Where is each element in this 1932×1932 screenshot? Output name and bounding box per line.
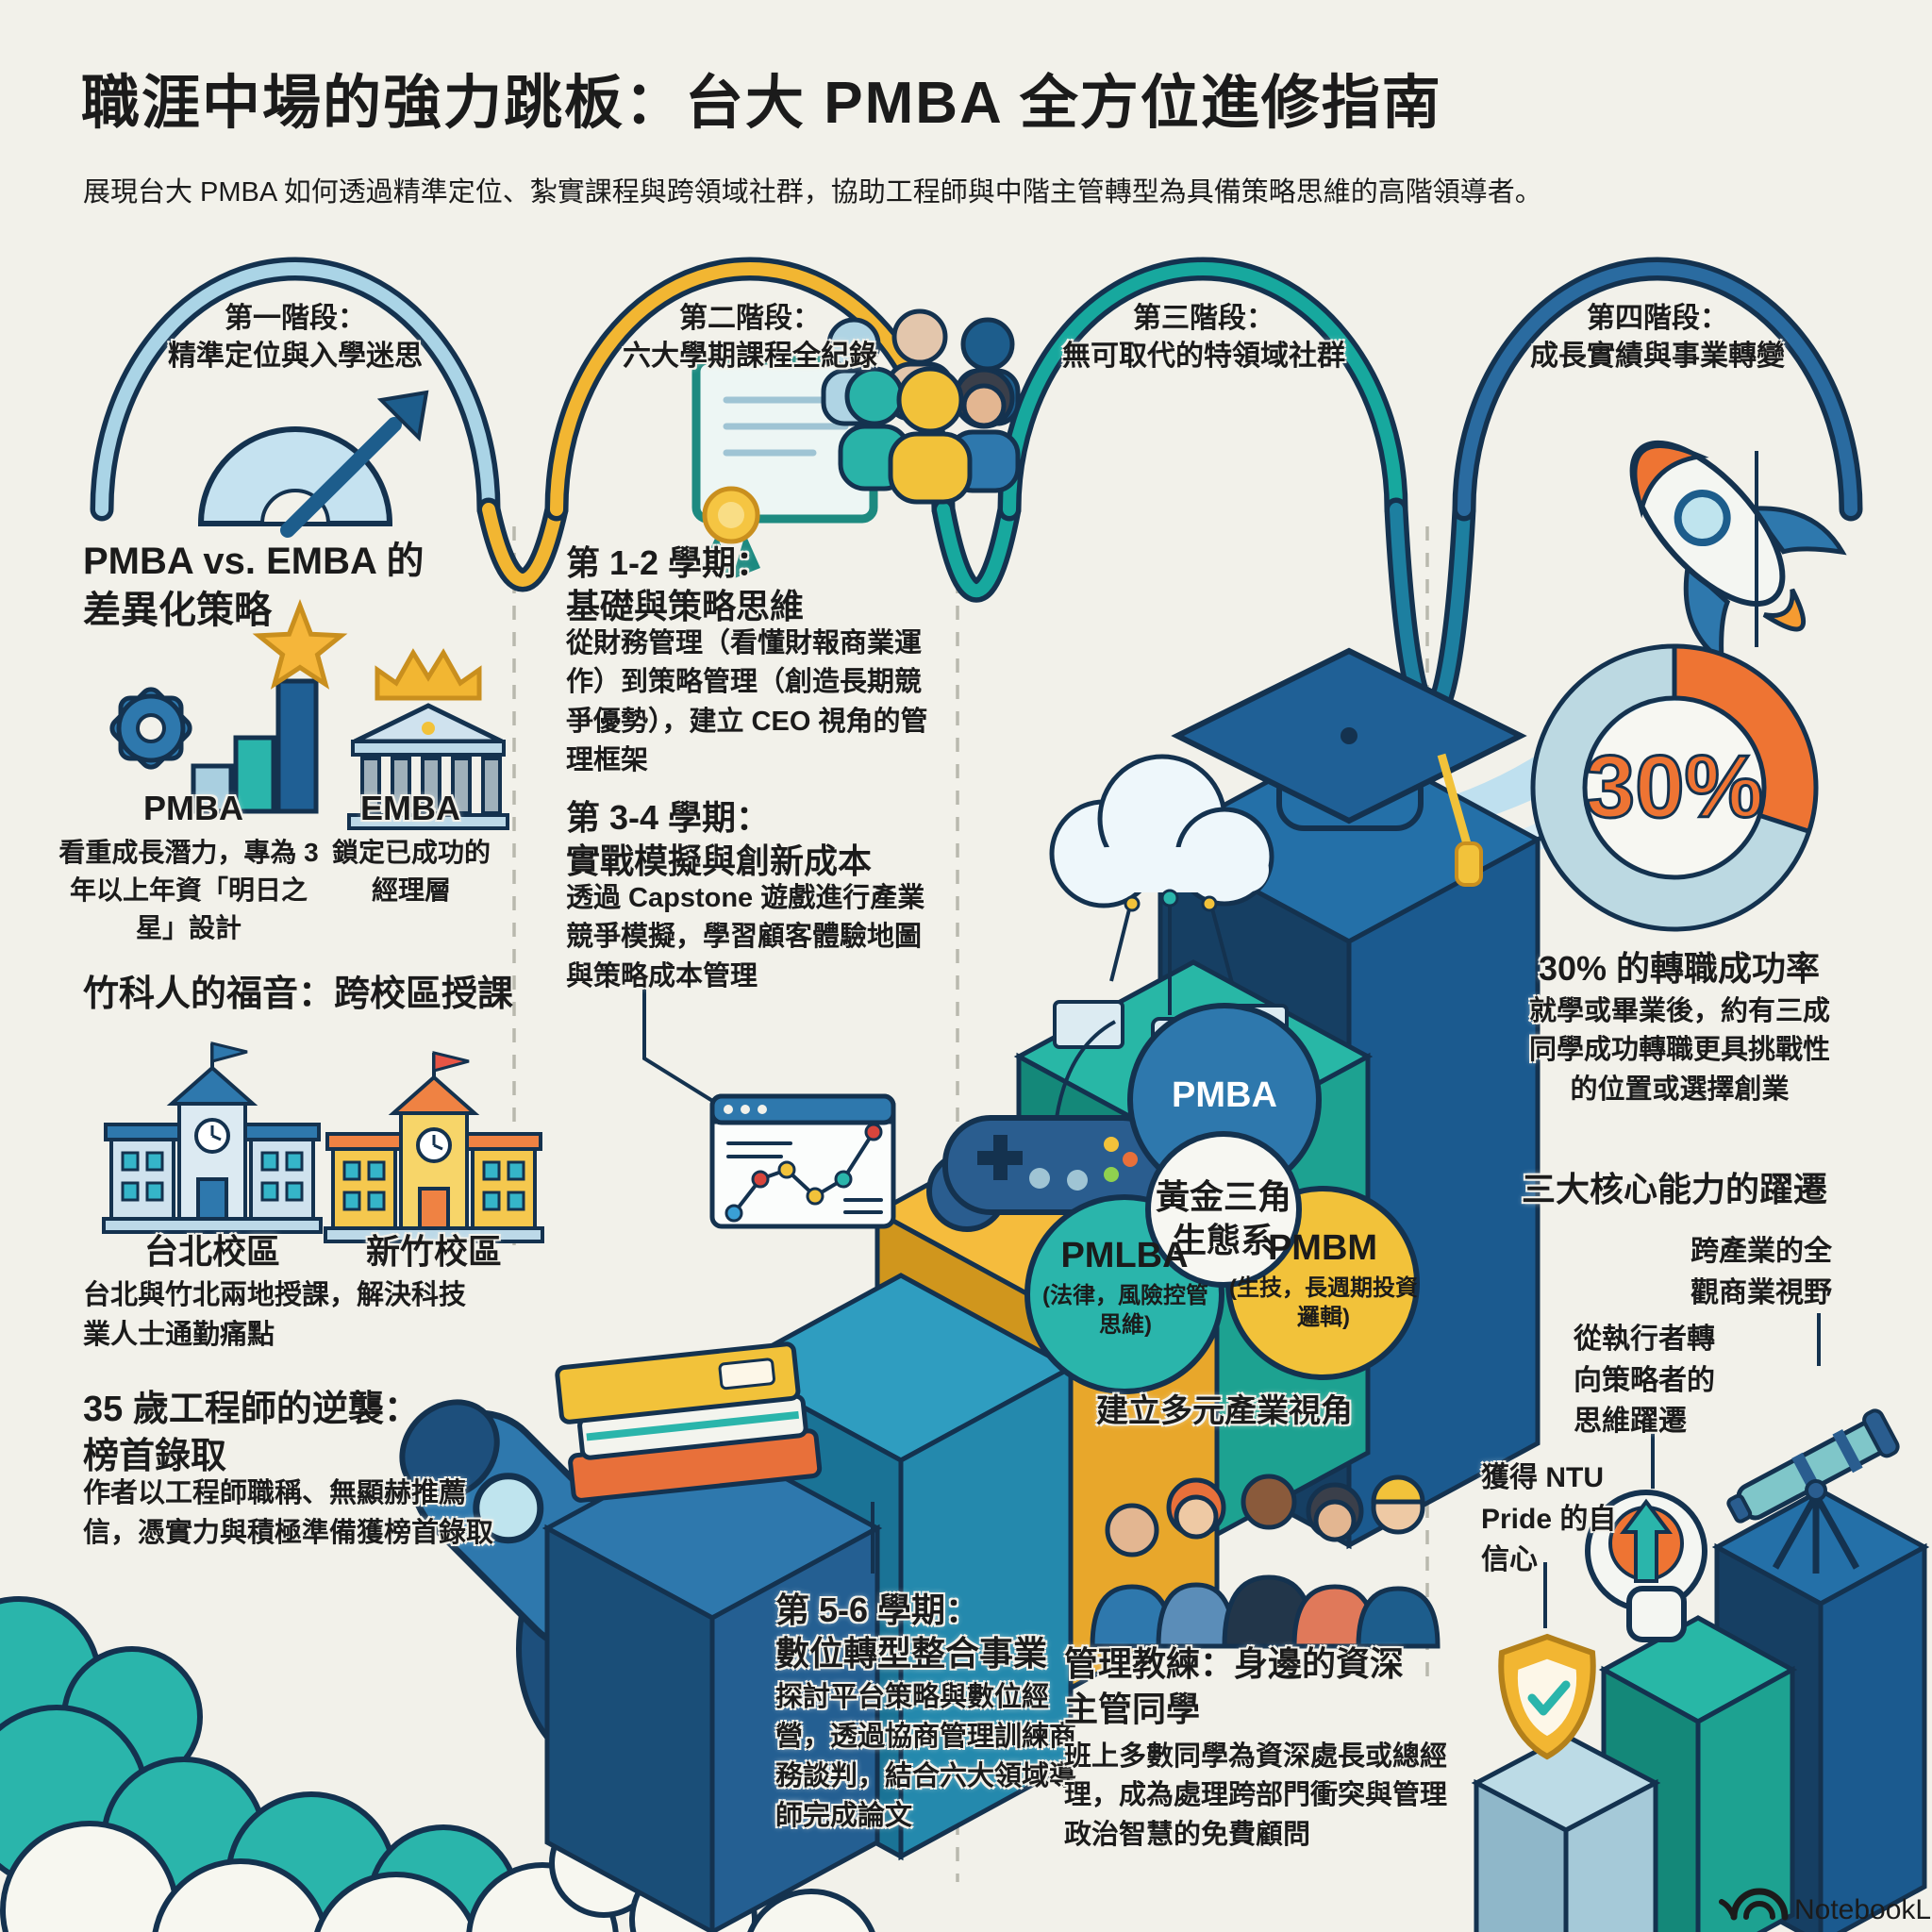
emba-label: EMBA (360, 789, 460, 827)
gauge-icon (197, 390, 429, 538)
stage4-label-line2: 成長實績與事業轉變 (1530, 341, 1785, 372)
pedestal-short (1471, 1733, 1661, 1932)
gear-star-bars-icon (109, 598, 348, 814)
engineer-desc: 作者以工程師職稱、無顯赫推薦信，憑實力與積極準備獲榜首錄取 (83, 1478, 494, 1549)
engineer-heading-line2: 榜首錄取 (83, 1437, 227, 1476)
chart-window-icon (642, 970, 896, 1229)
stage4-label-line1: 第四階段： (1587, 303, 1728, 334)
people-icon (821, 308, 1021, 505)
triangle-pmba-label: PMBA (1172, 1075, 1277, 1115)
compare-heading-line1: PMBA vs. EMBA 的 (83, 541, 425, 582)
sem34-title-line2: 實戰模擬與創新成本 (566, 841, 873, 880)
coach-body: 班上多數同學為資深處長或總經理，成為處理跨部門衝突與管理政治智慧的免費顧問 (1064, 1741, 1448, 1850)
sem12-title-line2: 基礎與策略思維 (566, 587, 805, 625)
sem12-body: 從財務管理（看懂財報商業運作）到策略管理（創造長期競爭優勢），建立 CEO 視角… (566, 628, 928, 776)
donut-body: 就學或畢業後，約有三成同學成功轉職更具挑戰性的位置或選擇創業 (1528, 996, 1830, 1105)
skill-vision-label: 跨產業的全觀商業視野 (1690, 1236, 1832, 1308)
graduation-cap-icon (1171, 647, 1527, 887)
star-icon (252, 598, 348, 690)
triangle-pmlba-sub: (法律，風險控管思維) (1042, 1283, 1208, 1339)
triangle-pmbm-sub: (生技，長週期投資邏輯) (1229, 1275, 1418, 1331)
notebooklm-brand: NotebookLM (1794, 1894, 1932, 1925)
connector-lines (871, 451, 1821, 1628)
taipei-school-icon (102, 1041, 323, 1234)
sem56-title-line1: 第 5-6 學期： (775, 1591, 980, 1629)
pmba-label: PMBA (143, 789, 243, 827)
shield-check-icon (1498, 1633, 1596, 1760)
stage2-label-line1: 第二階段： (679, 303, 821, 334)
sem56-body: 探討平台策略與數位經營，透過協商管理訓練商務談判，結合六大領域導師完成論文 (775, 1682, 1077, 1832)
coach-heading: 管理教練：身邊的資深主管同學 (1064, 1644, 1405, 1728)
notebooklm-logo-icon (1719, 1888, 1789, 1921)
donut-chart (1530, 643, 1819, 932)
telescope-icon (1726, 1408, 1900, 1574)
page-subtitle: 展現台大 PMBA 如何透過精準定位、紮實課程與跨領域社群，協助工程師與中階主管… (83, 177, 1542, 208)
triangle-center-line1: 黃金三角 (1155, 1177, 1291, 1216)
golden-triangle (1024, 1003, 1420, 1394)
sem56-title-line2: 數位轉型整合事業 (775, 1634, 1048, 1673)
cloud-devices-icon (1049, 754, 1289, 1092)
stage1-label-line1: 第一階段： (225, 303, 366, 334)
sem34-title-line1: 第 3-4 學期： (566, 798, 771, 837)
rocket-icon (1629, 440, 1847, 666)
hsinchu-school-icon (324, 1051, 544, 1243)
bank-crown-icon (347, 648, 509, 830)
skill-mindset-label: 從執行者轉向策略者的思維躍遷 (1574, 1324, 1715, 1437)
stage2-label-line2: 六大學期課程全紀錄 (623, 341, 877, 372)
books-icon (555, 1341, 823, 1503)
hsinchu-campus-label: 新竹校區 (365, 1232, 502, 1271)
campus-heading: 竹科人的福音：跨校區授課 (83, 974, 514, 1014)
triangle-center-line2: 生態系 (1172, 1221, 1274, 1259)
skills-heading: 三大核心能力的躍遷 (1521, 1170, 1827, 1208)
sem34-body: 透過 Capstone 遊戲進行產業競爭模擬，學習顧客體驗地圖與策略成本管理 (566, 883, 925, 991)
compare-heading-line2: 差異化策略 (83, 590, 272, 631)
brain-head-icon (1585, 1490, 1707, 1642)
stage3-label-line2: 無可取代的特領域社群 (1062, 341, 1345, 372)
stage1-label-line2: 精準定位與入學迷思 (168, 341, 423, 372)
sem12-title-line1: 第 1-2 學期： (566, 543, 771, 582)
taipei-campus-label: 台北校區 (143, 1232, 280, 1271)
engineer-heading-line1: 35 歲工程師的逆襲： (83, 1390, 420, 1429)
triangle-pmlba-label: PMLBA (1060, 1236, 1189, 1275)
page-title: 職涯中場的強力跳板：台大 PMBA 全方位進修指南 (81, 71, 1442, 136)
skill-pride-label: 獲得 NTU Pride 的自信心 (1481, 1462, 1617, 1575)
triangle-caption: 建立多元產業視角 (1096, 1393, 1353, 1429)
triangle-pmbm-label: PMBM (1267, 1228, 1378, 1268)
stage3-label-line1: 第三階段： (1133, 303, 1274, 334)
donut-center-value: 30% (1584, 736, 1764, 838)
classmates-group-icon (1090, 1474, 1441, 1649)
emba-desc: 鎖定已成功的經理層 (331, 838, 491, 905)
campus-desc: 台北與竹北兩地授課，解決科技業人士通勤痛點 (83, 1280, 467, 1351)
pmba-desc: 看重成長潛力，專為 3 年以上年資「明日之星」設計 (58, 838, 319, 942)
donut-caption: 30% 的轉職成功率 (1538, 949, 1821, 988)
